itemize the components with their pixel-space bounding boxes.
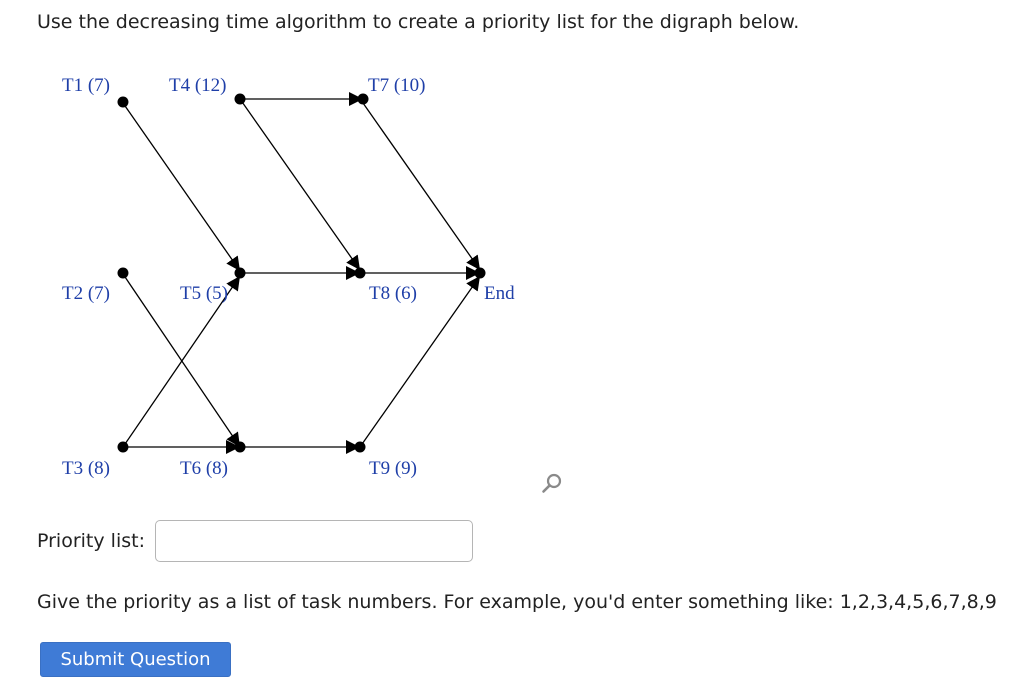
edge-t1-t5: [122, 102, 241, 272]
instruction-text: Give the priority as a list of task numb…: [37, 591, 997, 613]
edge-t7-end: [362, 102, 481, 271]
label-t6: T6 (8): [180, 458, 228, 479]
label-t4: T4 (12): [169, 75, 227, 96]
priority-list-label: Priority list:: [37, 530, 145, 552]
priority-list-input[interactable]: [155, 520, 473, 562]
label-t9: T9 (9): [369, 458, 417, 479]
node-t7: [357, 93, 369, 105]
search-icon[interactable]: [540, 472, 564, 496]
edge-t9-end: [359, 275, 481, 448]
node-t6: [234, 441, 246, 453]
node-t9: [354, 441, 366, 453]
label-t3: T3 (8): [62, 458, 110, 479]
question-text: Use the decreasing time algorithm to cre…: [37, 11, 800, 33]
node-t3: [117, 441, 129, 453]
label-t8: T8 (6): [369, 283, 417, 304]
submit-question-button[interactable]: Submit Question: [40, 642, 231, 677]
label-t7: T7 (10): [368, 75, 426, 96]
label-t1: T1 (7): [62, 75, 110, 96]
label-end: End: [484, 283, 515, 304]
node-t8: [354, 267, 366, 279]
label-t5: T5 (5): [180, 283, 228, 304]
node-t5: [234, 267, 246, 279]
label-t2: T2 (7): [62, 283, 110, 304]
edge-t4-t8: [239, 98, 361, 271]
node-t4: [234, 93, 246, 105]
node-end: [474, 267, 486, 279]
node-t1: [117, 96, 129, 108]
node-t2: [117, 267, 129, 279]
edge-t3-t5: [122, 275, 241, 448]
